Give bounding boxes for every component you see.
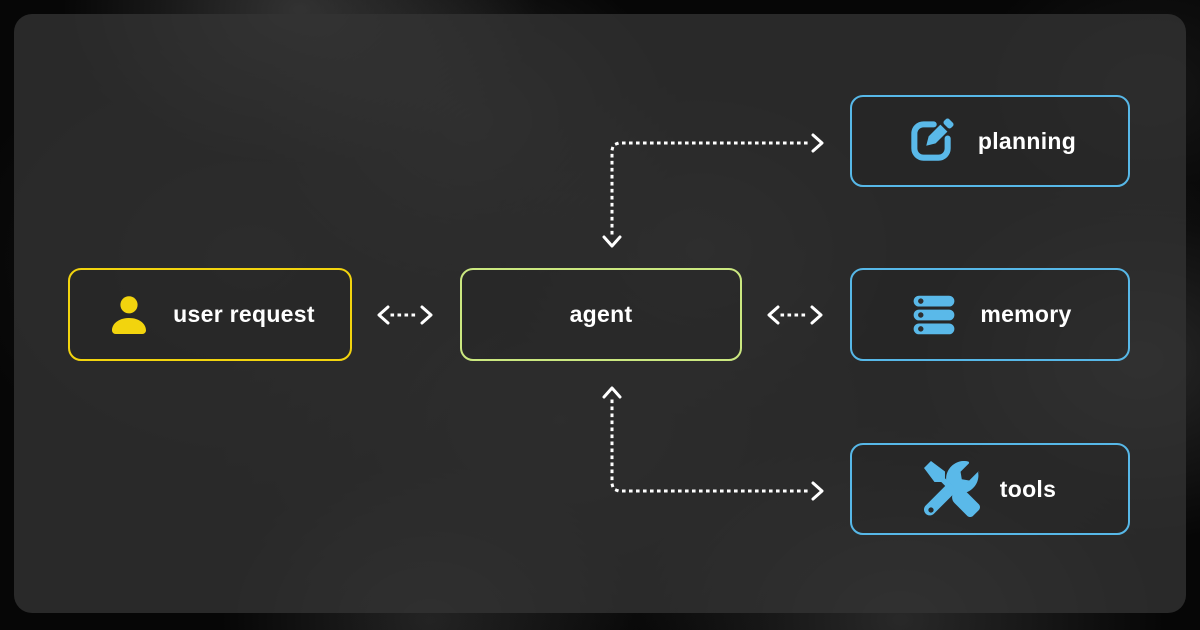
node-label: agent (569, 301, 633, 327)
edit-square-icon (904, 114, 958, 168)
node-tools: tools (850, 443, 1130, 535)
node-label: planning (977, 127, 1077, 154)
node-agent: agent (460, 268, 742, 361)
wrench-screwdriver-icon (923, 461, 980, 517)
user-icon (105, 291, 153, 339)
node-memory: memory (850, 268, 1130, 361)
node-label: user request (173, 301, 315, 327)
node-user-request: user request (68, 268, 352, 361)
node-label: tools (999, 475, 1057, 502)
node-label: memory (980, 301, 1072, 327)
diagram-panel (14, 14, 1186, 613)
server-stack-icon (908, 289, 960, 341)
node-planning: planning (850, 95, 1130, 187)
